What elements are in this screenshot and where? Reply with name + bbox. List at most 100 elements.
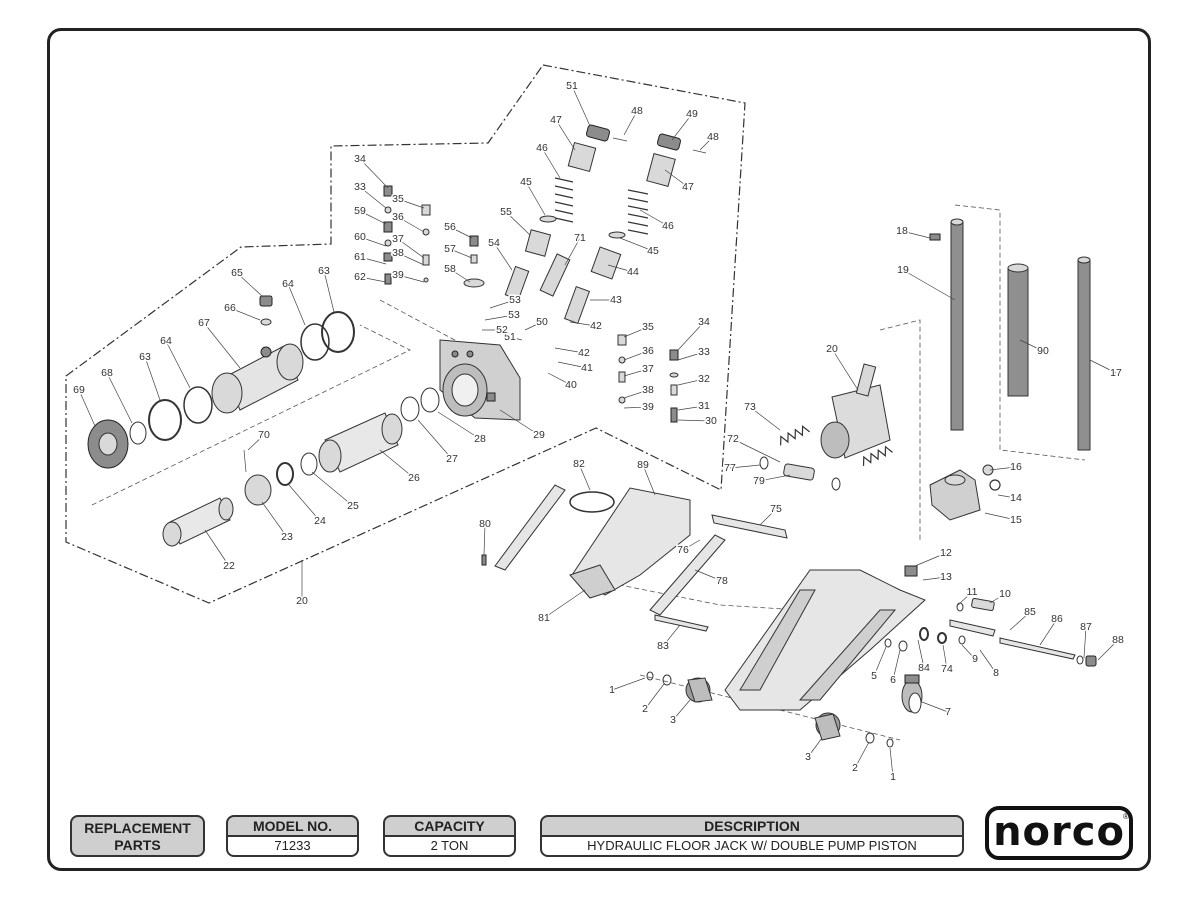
- callout-leader-28: [437, 411, 481, 440]
- callout-leader-89: [642, 464, 656, 496]
- callout-leader-65: [236, 272, 263, 297]
- callout-52: 52: [496, 324, 508, 336]
- callout-12: 12: [940, 547, 952, 559]
- callout-leader-36: [623, 350, 649, 361]
- caster-wheel: [884, 597, 1097, 714]
- callout-42: 42: [590, 320, 602, 332]
- callout-84: 84: [918, 662, 930, 674]
- callout-leader-24: [288, 484, 321, 522]
- seal-25: [300, 452, 318, 476]
- reservoir-sleeve: [211, 343, 304, 414]
- callout-45: 45: [647, 245, 659, 257]
- callout-74: 74: [941, 663, 953, 675]
- callout-81: 81: [538, 612, 550, 624]
- callout-leader-20: [831, 348, 859, 391]
- callout-55: 55: [500, 206, 512, 218]
- lift-arms: [494, 484, 726, 616]
- ram-piston: [243, 449, 272, 506]
- callout-leader-33: [677, 351, 705, 361]
- callout-leader-46: [639, 209, 669, 227]
- callout-leader-62: [359, 276, 387, 283]
- description-value-box: HYDRAULIC FLOOR JACK W/ DOUBLE PUMP PIST…: [540, 837, 964, 857]
- centerline-axle: [639, 674, 901, 741]
- callout-leader-41: [557, 361, 588, 369]
- callout-87: 87: [1080, 621, 1092, 633]
- callout-45: 45: [520, 176, 532, 188]
- callout-23: 23: [281, 531, 293, 543]
- callout-71: 71: [574, 232, 586, 244]
- callout-61: 61: [354, 251, 366, 263]
- callout-leader-42: [569, 321, 597, 327]
- callout-82: 82: [573, 458, 585, 470]
- model-label-box: MODEL NO.: [226, 815, 359, 837]
- callout-leader-36: [397, 216, 425, 233]
- callout-leader-87: [1083, 626, 1087, 659]
- callout-24: 24: [314, 515, 326, 527]
- callout-72: 72: [727, 433, 739, 445]
- callout-leader-18: [901, 230, 931, 239]
- axles: [654, 514, 1076, 660]
- callout-37: 37: [642, 363, 654, 375]
- capacity-label-box: CAPACITY: [383, 815, 516, 837]
- callout-leader-1: [611, 677, 646, 691]
- callout-leader-31: [677, 405, 705, 411]
- model-value-box: 71233: [226, 837, 359, 857]
- callout-leader-54: [493, 242, 513, 271]
- callout-3: 3: [670, 714, 676, 726]
- callout-leader-35: [623, 326, 649, 338]
- callout-25: 25: [347, 500, 359, 512]
- ring-64-right: [300, 323, 330, 361]
- callout-66: 66: [224, 302, 236, 314]
- callout-85: 85: [1024, 606, 1036, 618]
- seal-28: [420, 387, 440, 413]
- callout-54: 54: [488, 237, 500, 249]
- callout-leader-51: [571, 85, 591, 127]
- callout-90: 90: [1037, 345, 1049, 357]
- ring-63-left: [148, 399, 182, 441]
- callout-37: 37: [392, 233, 404, 245]
- handle-socket: [929, 464, 1001, 521]
- callout-leader-14: [997, 494, 1017, 499]
- callout-leader-23: [261, 501, 288, 538]
- callout-leader-83: [662, 624, 681, 647]
- callout-leader-6: [892, 649, 901, 681]
- callout-leader-47: [555, 119, 576, 151]
- callout-41: 41: [581, 362, 593, 374]
- callout-leader-22: [204, 529, 230, 567]
- callout-leader-58: [449, 268, 471, 283]
- callout-leader-1: [889, 747, 894, 778]
- capacity-value: 2 TON: [430, 838, 469, 853]
- callout-leader-5: [873, 646, 887, 677]
- callout-leader-74: [942, 644, 948, 670]
- callout-48: 48: [631, 105, 643, 117]
- callout-leader-84: [917, 639, 925, 669]
- callout-leader-39: [397, 274, 425, 283]
- callout-leader-13: [922, 576, 947, 581]
- callout-leader-45: [525, 181, 546, 216]
- ring-64-left: [183, 386, 213, 424]
- callout-49: 49: [686, 108, 698, 120]
- callout-leader-72: [732, 438, 781, 463]
- callout-leader-67: [203, 322, 241, 369]
- callout-30: 30: [705, 415, 717, 427]
- callout-leader-90: [1019, 339, 1044, 352]
- callout-leader-40: [547, 372, 572, 386]
- pump-body: [439, 339, 521, 421]
- callout-leader-45: [619, 237, 654, 252]
- brand-name: norco: [993, 809, 1125, 855]
- callout-60: 60: [354, 231, 366, 243]
- description-label: DESCRIPTION: [704, 818, 800, 834]
- capacity-label: CAPACITY: [414, 818, 485, 834]
- pump-pistons: [504, 124, 707, 325]
- callout-46: 46: [662, 220, 674, 232]
- callout-leader-17: [1089, 359, 1117, 374]
- callout-leader-30: [677, 419, 712, 422]
- callout-leader-60: [359, 236, 387, 247]
- saddle-arm-89: [569, 487, 691, 599]
- callout-43: 43: [610, 294, 622, 306]
- callout-leader-70: [247, 434, 265, 451]
- callout-6: 6: [890, 674, 896, 686]
- callout-leader-44: [607, 264, 634, 273]
- callout-1: 1: [609, 684, 615, 696]
